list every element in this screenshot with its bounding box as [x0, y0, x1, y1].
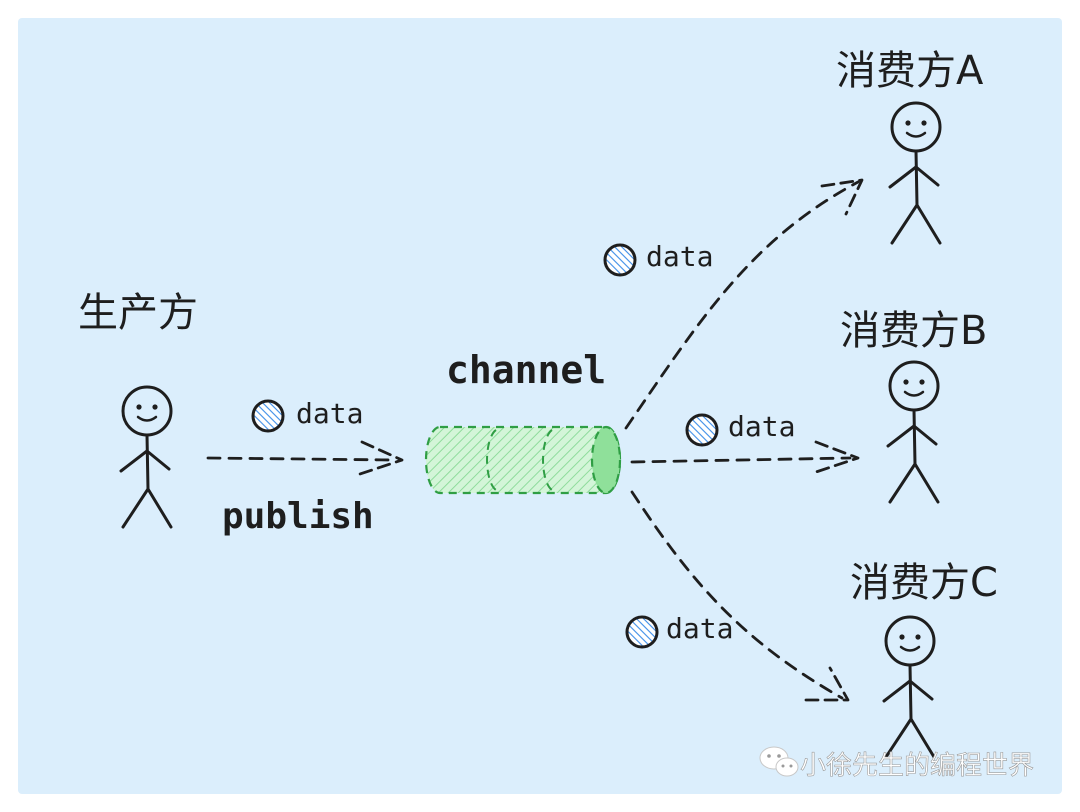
arrow-to-consumer-b [630, 440, 860, 474]
publish-arrow [206, 440, 404, 476]
consumer-b-label: 消费方B [840, 308, 987, 354]
consumer-c-label: 消费方C [850, 560, 998, 606]
watermark-text: 小徐先生的编程世界 [800, 751, 1034, 781]
arrow-to-consumer-c [630, 490, 850, 702]
data-token-icon-b [685, 413, 719, 447]
arrow-to-consumer-a [624, 178, 864, 430]
data-token-icon-c [625, 615, 659, 649]
data-token-icon-a [603, 243, 637, 277]
producer-label: 生产方 [78, 290, 198, 336]
data-label-c: data [666, 612, 733, 645]
data-token-icon [251, 399, 285, 433]
data-label: data [296, 397, 363, 430]
channel-cylinder [424, 425, 622, 495]
consumer-a-label: 消费方A [836, 48, 984, 94]
diagram-background [18, 18, 1062, 794]
channel-label: channel [446, 348, 606, 392]
watermark: 小徐先生的编程世界 [759, 746, 1034, 781]
wechat-icon [759, 746, 799, 777]
data-label-a: data [646, 240, 713, 273]
publish-label: publish [222, 496, 374, 537]
data-label-b: data [728, 410, 795, 443]
